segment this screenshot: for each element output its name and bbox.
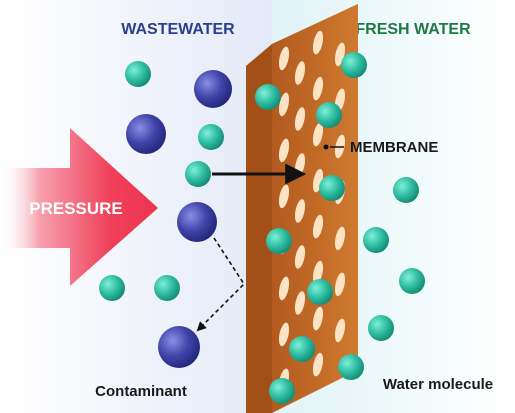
wastewater-heading: WASTEWATER xyxy=(121,21,235,38)
water-molecule xyxy=(154,275,180,301)
contaminant-label: Contaminant xyxy=(95,383,187,400)
pressure-arrow-icon xyxy=(0,128,158,286)
water-molecule xyxy=(363,227,389,253)
membrane-pore xyxy=(278,138,290,163)
water-molecule xyxy=(289,336,315,362)
membrane-pore xyxy=(312,352,324,377)
membrane-pore xyxy=(312,260,324,285)
membrane-pore xyxy=(334,226,346,251)
membrane-pore xyxy=(294,245,306,269)
water-molecule xyxy=(269,378,295,404)
water-molecule-label: Water molecule xyxy=(383,376,493,393)
water-molecule xyxy=(368,315,394,341)
membrane-callout-dot xyxy=(323,144,329,150)
membrane-pore xyxy=(278,276,290,301)
contaminant-molecule xyxy=(126,114,166,154)
water-molecules xyxy=(99,52,425,404)
membrane-pore xyxy=(294,107,306,131)
water-molecule xyxy=(99,275,125,301)
membrane-pore xyxy=(312,76,324,101)
water-molecule xyxy=(399,268,425,294)
water-molecule xyxy=(341,52,367,78)
fresh-water-heading: FRESH WATER xyxy=(355,21,471,38)
water-molecule xyxy=(338,354,364,380)
water-molecule xyxy=(319,175,345,201)
pressure-label: PRESSURE xyxy=(29,199,123,218)
membrane-pore xyxy=(312,306,324,331)
membrane-pore xyxy=(294,291,306,315)
water-molecule xyxy=(393,177,419,203)
water-molecule xyxy=(307,279,333,305)
membrane-pore xyxy=(334,272,346,297)
membrane-pore xyxy=(278,322,290,347)
blocked-arrow-icon xyxy=(196,237,246,332)
membrane-pore xyxy=(294,61,306,85)
membrane-pore xyxy=(278,46,290,71)
water-molecule xyxy=(198,124,224,150)
membrane-pore xyxy=(294,199,306,223)
membrane-pore xyxy=(312,30,324,55)
contaminant-molecule xyxy=(194,70,232,108)
contaminant-molecule xyxy=(177,202,217,242)
water-molecule xyxy=(125,61,151,87)
contaminant-molecule xyxy=(158,326,200,368)
membrane-pore xyxy=(312,214,324,239)
contaminants xyxy=(126,70,232,368)
water-molecule xyxy=(255,84,281,110)
membrane-side-edge xyxy=(246,44,272,413)
water-molecule xyxy=(266,228,292,254)
membrane-pore xyxy=(334,318,346,343)
membrane-pore xyxy=(312,122,324,147)
water-molecule xyxy=(185,161,211,187)
membrane-pore xyxy=(278,92,290,117)
membrane-pore xyxy=(278,184,290,209)
water-molecule xyxy=(316,102,342,128)
membrane-label: MEMBRANE xyxy=(350,139,438,156)
